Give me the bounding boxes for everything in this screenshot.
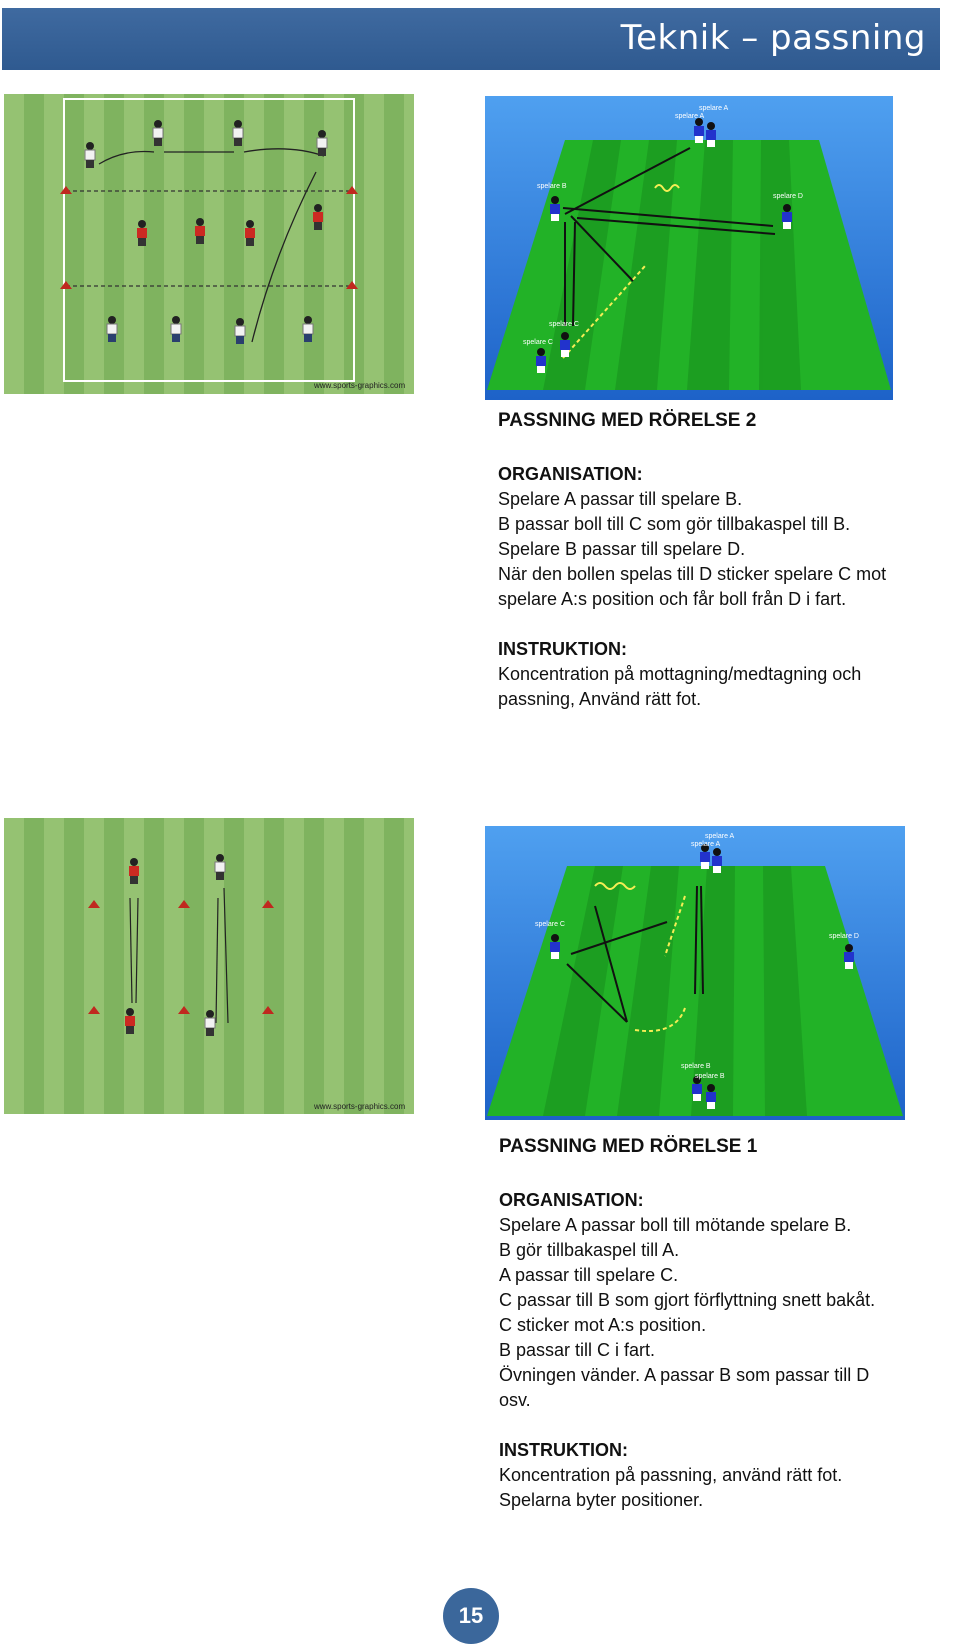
exercise-2-instruction-line: Koncentration på mottagning/medtagning o… (498, 662, 886, 687)
page-title: Teknik – passning (621, 18, 926, 58)
exercise-1-instruction-line: Koncentration på passning, använd rätt f… (499, 1463, 875, 1488)
page-number-badge: 15 (443, 1588, 499, 1644)
label-spelare-c: spelare C (549, 321, 579, 328)
label-spelare-a-2: spelare A (675, 113, 705, 120)
label-spelare-a: spelare A (699, 105, 729, 112)
exercise-2-organisation-line: När den bollen spelas till D sticker spe… (498, 562, 886, 587)
label-spelare-d: spelare D (773, 193, 803, 200)
label-spelare-b-3: spelare B (695, 1073, 725, 1080)
label-spelare-a-3: spelare A (705, 833, 735, 840)
label-spelare-c-3: spelare C (535, 921, 565, 928)
exercise-2-instruction-line: passning, Använd rätt fot. (498, 687, 886, 712)
drill-diagram-bottom-right: spelare A spelare A spelare C spelare D … (485, 826, 905, 1120)
exercise-1-instruction-heading: INSTRUKTION: (499, 1438, 875, 1463)
exercise-1-organisation-line: A passar till spelare C. (499, 1263, 875, 1288)
exercise-2-instruction-heading: INSTRUKTION: (498, 637, 886, 662)
exercise-1-organisation-line: osv. (499, 1388, 875, 1413)
exercise-2-organisation-heading: ORGANISATION: (498, 462, 886, 487)
exercise-1-organisation-heading: ORGANISATION: (499, 1188, 875, 1213)
exercise-1-text: PASSNING MED RÖRELSE 1 ORGANISATION: Spe… (499, 1134, 875, 1513)
watermark-text: www.sports-graphics.com (313, 381, 405, 390)
exercise-1-organisation-line: Övningen vänder. A passar B som passar t… (499, 1363, 875, 1388)
label-spelare-b: spelare B (537, 183, 567, 190)
exercise-2-title: PASSNING MED RÖRELSE 2 (498, 408, 886, 433)
label-spelare-b-2: spelare B (681, 1063, 711, 1070)
drill-diagram-top-right: spelare A spelare A spelare B spelare D … (485, 96, 893, 400)
label-spelare-a-4: spelare A (691, 841, 721, 848)
exercise-1-organisation-line: C passar till B som gjort förflyttning s… (499, 1288, 875, 1313)
page-header: Teknik – passning (2, 8, 940, 70)
exercise-2-organisation-line: Spelare B passar till spelare D. (498, 537, 886, 562)
exercise-1-organisation-line: C sticker mot A:s position. (499, 1313, 875, 1338)
exercise-2-text: PASSNING MED RÖRELSE 2 ORGANISATION: Spe… (498, 408, 886, 712)
exercise-2-organisation-line: B passar boll till C som gör tillbakaspe… (498, 512, 886, 537)
exercise-1-organisation-line: B passar till C i fart. (499, 1338, 875, 1363)
exercise-1-title: PASSNING MED RÖRELSE 1 (499, 1134, 875, 1159)
exercise-1-instruction-line: Spelarna byter positioner. (499, 1488, 875, 1513)
exercise-2-organisation-line: spelare A:s position och får boll från D… (498, 587, 886, 612)
label-spelare-c-2: spelare C (523, 339, 553, 346)
exercise-1-organisation-line: B gör tillbakaspel till A. (499, 1238, 875, 1263)
label-spelare-d-2: spelare D (829, 933, 859, 940)
watermark-text-2: www.sports-graphics.com (313, 1102, 405, 1111)
drill-diagram-top-left: www.sports-graphics.com (4, 94, 414, 394)
exercise-1-organisation-line: Spelare A passar boll till mötande spela… (499, 1213, 875, 1238)
exercise-2-organisation-line: Spelare A passar till spelare B. (498, 487, 886, 512)
drill-diagram-bottom-left: www.sports-graphics.com (4, 818, 414, 1114)
